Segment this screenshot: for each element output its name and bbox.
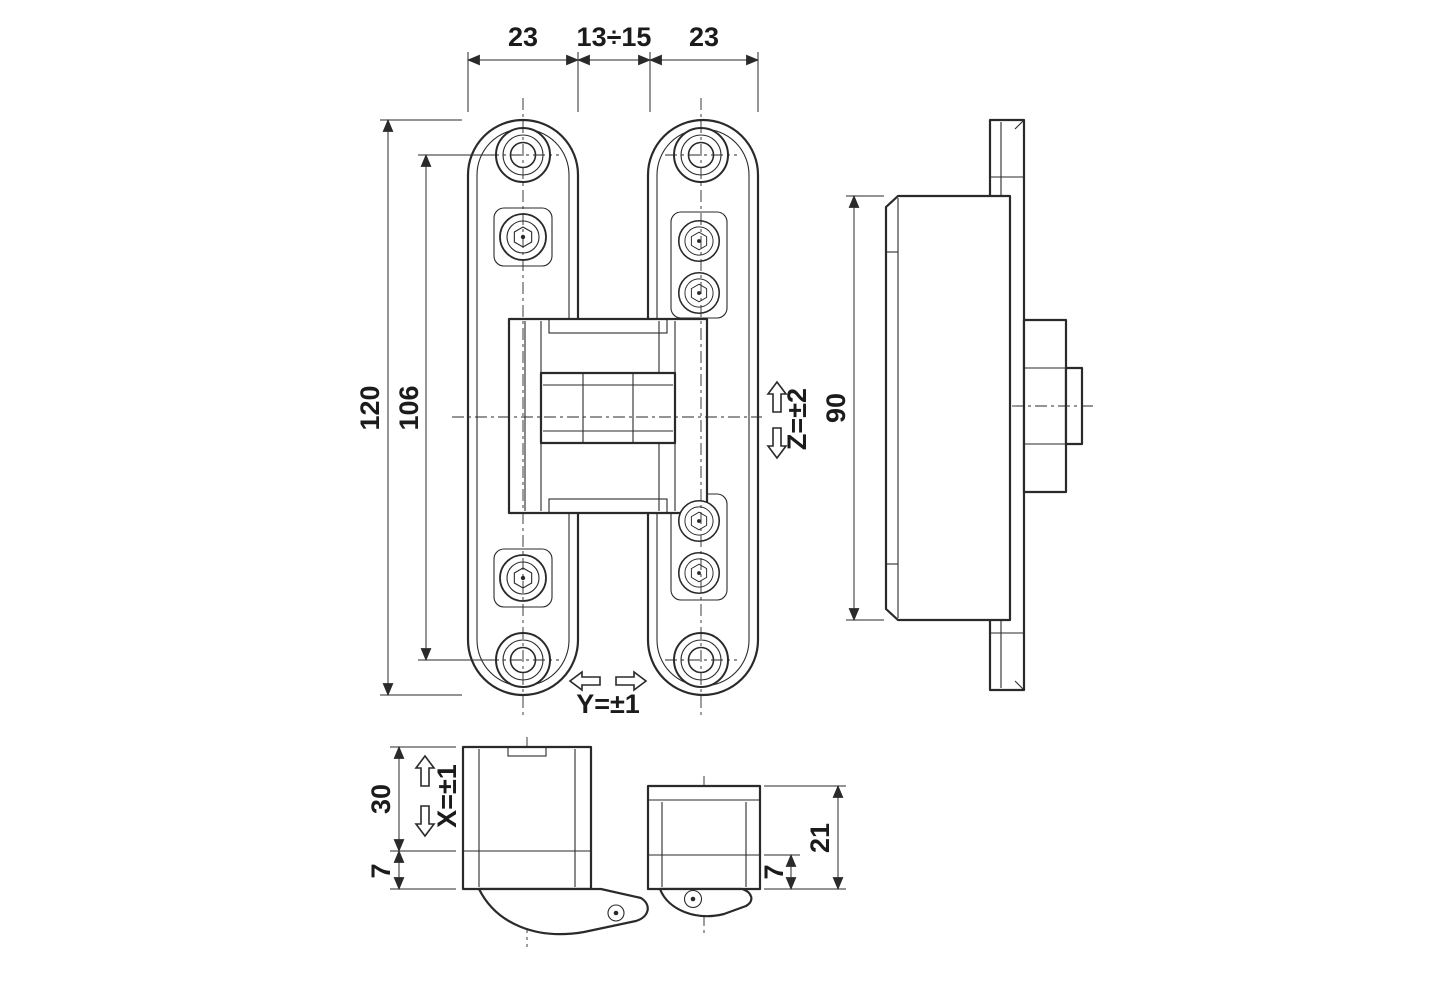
front-view — [452, 98, 762, 716]
dim-label-overall-height: 120 — [355, 385, 385, 430]
mortise-body — [461, 745, 593, 891]
side-view: 90 — [821, 118, 1096, 692]
dim-label-hole-spacing: 106 — [394, 385, 424, 430]
dim-label-arm-height: 21 — [805, 823, 835, 853]
hex-screw-icon — [677, 499, 721, 543]
right-arrow-icon — [615, 671, 647, 691]
hinge-arm-small — [658, 887, 753, 918]
mortise-body-small — [646, 784, 762, 891]
front-view-dimensions: 23 13÷15 23 120 106 Z=±2 Y=±1 — [355, 22, 812, 719]
hex-screw-icon — [677, 271, 721, 315]
dim-label-plate-width-right: 23 — [689, 22, 719, 52]
hinge-body — [507, 317, 709, 515]
dim-label-plate-offset-left: 7 — [366, 863, 396, 878]
left-arrow-icon — [569, 671, 601, 691]
dim-label-x-adjustment: X=±1 — [432, 764, 462, 828]
dim-label-gap: 13÷15 — [577, 22, 652, 52]
hex-screw-icon — [677, 551, 721, 595]
hinge-arm — [477, 887, 649, 936]
hex-screw-icon — [677, 219, 721, 263]
dim-label-z-adjustment: Z=±2 — [782, 388, 812, 450]
bottom-left-view: 30 7 X=±1 — [366, 737, 649, 947]
side-body — [884, 194, 1012, 622]
dim-label-side-height: 90 — [821, 393, 851, 423]
bottom-right-view: 7 21 — [646, 776, 846, 935]
dim-label-plate-width-left: 23 — [508, 22, 538, 52]
dim-label-cup-depth: 30 — [366, 784, 396, 814]
dim-label-y-adjustment: Y=±1 — [576, 689, 640, 719]
dim-label-plate-offset-right: 7 — [759, 864, 789, 879]
